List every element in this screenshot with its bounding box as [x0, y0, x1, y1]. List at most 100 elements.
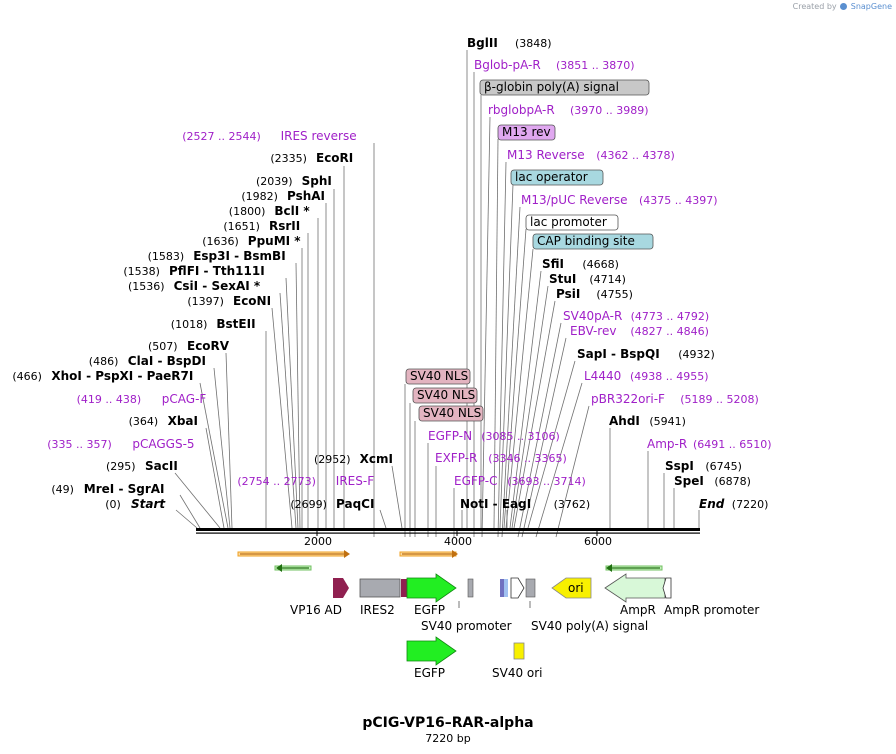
ruler-label: 6000	[584, 535, 612, 548]
feature-name: RsrII	[269, 219, 300, 233]
feature-top-15: SapI - BspQI(4932)	[577, 347, 715, 361]
feature-name: PsiI	[556, 287, 580, 301]
feature-top-6: lac operator	[510, 169, 604, 186]
feature-left-22: IRES-F(2754 .. 2773)	[237, 474, 374, 488]
feature-left-23: PaqCI(2699)	[290, 497, 374, 511]
feature-box	[405, 368, 471, 385]
feature-position: (3693 .. 3714)	[507, 475, 586, 488]
track-label-sv40-promoter: SV40 promoter	[421, 619, 512, 633]
feature-top-12: PsiI(4755)	[556, 287, 633, 301]
feature-top-8: lac promoter	[525, 214, 619, 231]
feature-position: (2039)	[256, 175, 293, 188]
credit-line: Created by SnapGene	[793, 2, 892, 11]
feature-position: (3970 .. 3989)	[570, 104, 649, 117]
feature-name: SpeI	[674, 474, 704, 488]
feature-top-2: β-globin poly(A) signal	[479, 79, 650, 96]
feature-position: (0)	[105, 498, 121, 511]
feature-name: EGFP-N	[428, 429, 472, 443]
feature-name: pBR322ori-F	[591, 392, 665, 406]
feature-mid-3: EGFP-N (3085 .. 3106)	[428, 429, 560, 443]
feature-name: End	[699, 497, 725, 511]
feature-position: (6878)	[714, 475, 751, 488]
feature-top-9: CAP binding site	[532, 233, 654, 250]
feature-left-10: EcoNI(1397)	[187, 294, 271, 308]
feature-top-5: M13 Reverse(4362 .. 4378)	[507, 148, 675, 162]
feature-position: (1651)	[223, 220, 260, 233]
orf-arrows	[237, 550, 663, 572]
feature-left-13: ClaI - BspDI(486)	[89, 354, 206, 368]
feature-position: (7220)	[732, 498, 769, 511]
feature-name: EcoRI	[316, 151, 353, 165]
feature-name: EGFP-C	[454, 474, 497, 488]
feature-left-1: EcoRI(2335)	[270, 151, 353, 165]
feature-position: (4827 .. 4846)	[630, 325, 709, 338]
feature-top-13: SV40pA-R(4773 .. 4792)	[563, 309, 709, 323]
feature-name: XbaI	[168, 414, 198, 428]
feature-name: SspI	[665, 459, 694, 473]
feature-left-16: XbaI (364)	[129, 414, 198, 428]
feature-box-label: SV40 NLS	[417, 388, 475, 402]
feature-name: SfiI	[542, 257, 564, 271]
feature-name: IRES reverse	[281, 129, 357, 143]
feature-name: BstEII	[216, 317, 255, 331]
feature-top-11: StuI(4714)	[549, 272, 626, 286]
feature-left-7: Esp3I - BsmBI (1583)	[148, 249, 286, 263]
feature-name: PshAI	[287, 189, 325, 203]
feature-position: (1397)	[187, 295, 224, 308]
feature-position: (2527 .. 2544)	[182, 130, 261, 143]
feature-position: (364)	[129, 415, 159, 428]
snapgene-logo-icon	[840, 3, 848, 10]
feature-left-6: PpuMI *(1636)	[202, 234, 301, 248]
feature-box	[479, 79, 650, 96]
feature-name: ClaI - BspDI	[128, 354, 206, 368]
feature-position: (1583)	[148, 250, 185, 263]
feature-top-3: rbglobpA-R (3970 .. 3989)	[488, 103, 649, 117]
feature-top-0: BglII(3848)	[467, 36, 552, 50]
feature-box	[525, 214, 619, 231]
feature-left-8: PflFI - Tth111I(1538)	[123, 264, 264, 278]
feature-top-14: EBV-rev (4827 .. 4846)	[570, 324, 709, 338]
map-size: 7220 bp	[425, 732, 470, 745]
feature-position: (295)	[106, 460, 136, 473]
ires2-block	[359, 578, 401, 598]
feature-position: (507)	[148, 340, 178, 353]
feature-track	[333, 573, 672, 666]
feature-name: Esp3I - BsmBI	[193, 249, 285, 263]
feature-left-15: pCAG-F(419 .. 438)	[77, 392, 207, 406]
feature-position: (4773 .. 4792)	[631, 310, 710, 323]
track-label-ampr: AmpR	[620, 603, 656, 617]
feature-name: PpuMI *	[248, 234, 302, 248]
feature-top-21: SpeI (6878)	[674, 474, 751, 488]
feature-name: Amp-R	[647, 437, 687, 451]
feature-name: pCAGGS-5	[132, 437, 194, 451]
feature-box	[532, 233, 654, 250]
credit-prefix: Created by	[792, 2, 837, 11]
feature-top-22: End (7220)	[699, 497, 768, 511]
feature-mid-1: SV40 NLS	[412, 387, 478, 404]
feature-position: (466)	[12, 370, 42, 383]
feature-position: (2754 .. 2773)	[237, 475, 316, 488]
track-label-sv40-ori: SV40 ori	[492, 666, 543, 680]
feature-position: (5189 .. 5208)	[680, 393, 759, 406]
feature-name: BclI *	[274, 204, 310, 218]
feature-box-label: SV40 NLS	[423, 406, 481, 420]
feature-name: M13 Reverse	[507, 148, 585, 162]
feature-position: (3085 .. 3106)	[481, 430, 560, 443]
feature-position: (49)	[51, 483, 74, 496]
feature-position: (1018)	[171, 318, 208, 331]
feature-box-label: CAP binding site	[537, 234, 635, 248]
egfp-arrow-icon	[406, 573, 457, 603]
connector-lines	[174, 50, 700, 538]
ampr-arrow-icon	[604, 573, 666, 603]
feature-top-1: Bglob-pA-R(3851 .. 3870)	[474, 58, 635, 72]
track-label-ampr-promoter: AmpR promoter	[664, 603, 759, 617]
feature-name: EBV-rev	[570, 324, 616, 338]
feature-position: (2952)	[314, 453, 351, 466]
feature-mid-5: EGFP-C (3693 .. 3714)	[454, 474, 586, 488]
feature-name: rbglobpA-R	[488, 103, 555, 117]
feature-position: (1538)	[123, 265, 160, 278]
feature-left-18: SacII(295)	[106, 459, 178, 473]
feature-left-14: XhoI - PspXI - PaeR7I(466)	[12, 369, 193, 383]
feature-position: (3851 .. 3870)	[556, 59, 635, 72]
